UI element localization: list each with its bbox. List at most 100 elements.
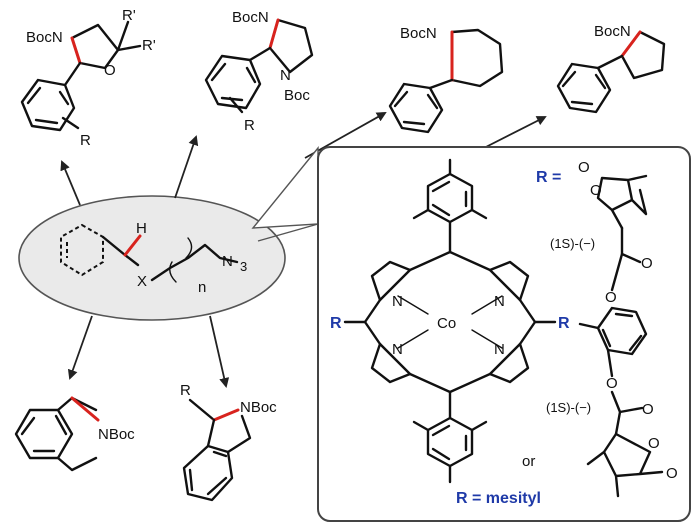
pyrrolidine-aryl-double-bonds xyxy=(561,70,607,106)
ester-top-o-bridge: O xyxy=(605,289,617,306)
aryl-diester-methyl xyxy=(578,322,600,330)
pyrrolidine-boc-label: BocN xyxy=(594,23,631,40)
arrow-to-pyrrolidine xyxy=(479,116,547,151)
r-definition-label: R = xyxy=(536,169,561,186)
ester-top-o: O xyxy=(641,255,653,272)
catalyst-box xyxy=(317,146,691,522)
porphyrin-r-right-label: R xyxy=(558,315,570,332)
isoindoline-r-bond xyxy=(188,398,216,422)
aryl-diester-lower-link xyxy=(606,348,614,378)
bottom-mesityl-double-bonds xyxy=(431,424,468,461)
imidazolidine-aryl-ring xyxy=(204,54,262,110)
catalyst-panel: N N N N Co R R R = O O (1S)-(−) O O xyxy=(317,146,691,522)
oxazolidine-aryl-link xyxy=(63,61,82,87)
oxazolidine-aryl-ring xyxy=(20,78,76,132)
camphanate-top-o-carbonyl: O xyxy=(578,159,590,176)
substrate-n-label: n xyxy=(198,279,206,296)
pyrrolidine-new-cn-bond xyxy=(620,30,642,58)
substrate-azide-subscript: 3 xyxy=(240,259,247,274)
piperidine-ring xyxy=(450,28,504,88)
stereo-label-top: (1S)-(−) xyxy=(550,236,595,251)
arrow-to-isoquinoline xyxy=(67,315,93,380)
isoindoline-new-cn-bond xyxy=(212,408,240,422)
isoquinoline-aryl-double-bonds xyxy=(20,414,68,453)
piperidine-aryl-double-bonds xyxy=(393,90,439,126)
aryl-diester: O xyxy=(578,306,648,392)
imidazolidine-boc-bottom-label: Boc xyxy=(284,87,310,104)
isoquinoline-nboc-label: NBoc xyxy=(98,426,135,443)
substrate-ellipse xyxy=(18,195,286,321)
top-mesityl-methyls xyxy=(412,158,488,254)
piperidine-aryl-link xyxy=(428,78,454,90)
top-mesityl-double-bonds xyxy=(431,180,468,217)
ester-bottom-o-bridge: O xyxy=(606,375,618,392)
catalyst-callout-lower xyxy=(257,223,319,242)
arrow-to-oxazolidine xyxy=(60,160,81,206)
ester-bottom-o: O xyxy=(642,401,654,418)
camphanate-top-o-ring: O xyxy=(590,182,602,199)
substrate-h-label: H xyxy=(136,220,147,237)
oxazolidine-r-label: R xyxy=(80,132,91,149)
product-imidazolidine: BocN N Boc R xyxy=(204,9,314,134)
bottom-mesityl xyxy=(412,390,488,484)
piperidine-boc-label: BocN xyxy=(400,25,437,42)
product-oxazolidine: BocN O R' R' R xyxy=(20,7,156,149)
piperidine-aryl-ring xyxy=(388,82,444,134)
isoindoline-five-ring xyxy=(206,414,252,454)
imidazolidine-new-cn-bond xyxy=(268,18,280,50)
stereo-label-bottom: (1S)-(−) xyxy=(546,400,591,415)
camphanate-bottom-cage xyxy=(586,432,664,498)
oxazolidine-o-label: O xyxy=(104,62,116,79)
porphyrin-n4-label: N xyxy=(494,341,505,358)
oxazolidine-gem-substituents xyxy=(116,20,142,52)
substrate-n-bracket xyxy=(169,237,193,283)
isoquinoline-saturated-ring xyxy=(56,396,98,472)
catalyst-callout xyxy=(251,146,319,229)
product-isoindoline: R NBoc xyxy=(180,382,277,502)
imidazolidine-r-label: R xyxy=(244,117,255,134)
imidazolidine-r-bond xyxy=(228,96,244,114)
porphyrin-pyrroles xyxy=(370,260,530,384)
porphyrin-n3-label: N xyxy=(392,341,403,358)
porphyrin-r-left-label: R xyxy=(330,315,342,332)
cobalt-label: Co xyxy=(437,315,456,332)
pyrrolidine-aryl-ring xyxy=(556,62,612,114)
camphanate-bottom-o-ring: O xyxy=(648,435,660,452)
oxazolidine-new-cn-bond xyxy=(70,36,82,65)
bottom-mesityl-methyls xyxy=(412,420,488,484)
or-label: or xyxy=(522,453,535,470)
isoindoline-aryl-double-bonds xyxy=(188,450,228,496)
oxazolidine-r1-label: R' xyxy=(122,7,136,24)
arrow-to-imidazolidine xyxy=(174,135,199,199)
bottom-mesityl-ring xyxy=(426,416,474,468)
substrate-x-label: X xyxy=(137,273,147,290)
isoindoline-r-label: R xyxy=(180,382,191,399)
camphanate-top-cage xyxy=(596,174,648,230)
isoquinoline-new-cn-bond xyxy=(70,396,100,422)
porphyrin-n1-label: N xyxy=(392,293,403,310)
product-pyrrolidine: BocN xyxy=(556,23,666,114)
arrow-to-isoindoline xyxy=(209,315,230,388)
substrate: H X n N 3 xyxy=(18,195,286,321)
ester-top-link xyxy=(610,252,624,292)
aryl-diester-double-bonds xyxy=(601,312,643,352)
oxazolidine-r2-label: R' xyxy=(142,37,156,54)
camphanate-bottom-o-carbonyl: O xyxy=(666,465,678,482)
product-isoquinoline: NBoc xyxy=(14,396,135,472)
imidazolidine-n-label: N xyxy=(280,67,291,84)
oxazolidine-boc-label: BocN xyxy=(26,29,63,46)
r-mesityl-label: R = mesityl xyxy=(456,490,541,507)
substrate-azide-label: N xyxy=(222,253,233,270)
camphanate-bottom: O (1S)-(−) O O xyxy=(546,390,678,498)
camphanate-top: O O (1S)-(−) O O xyxy=(550,159,653,306)
oxazolidine-r-bond xyxy=(61,116,80,130)
substrate-linker xyxy=(150,243,239,282)
oxazolidine-aryl-double-bonds xyxy=(26,86,70,125)
isoindoline-aryl-ring xyxy=(182,444,234,502)
imidazolidine-aryl-link xyxy=(248,46,272,62)
top-mesityl xyxy=(412,158,488,254)
isoindoline-nboc-label: NBoc xyxy=(240,399,277,416)
imidazolidine-aryl-double-bonds xyxy=(210,62,257,102)
